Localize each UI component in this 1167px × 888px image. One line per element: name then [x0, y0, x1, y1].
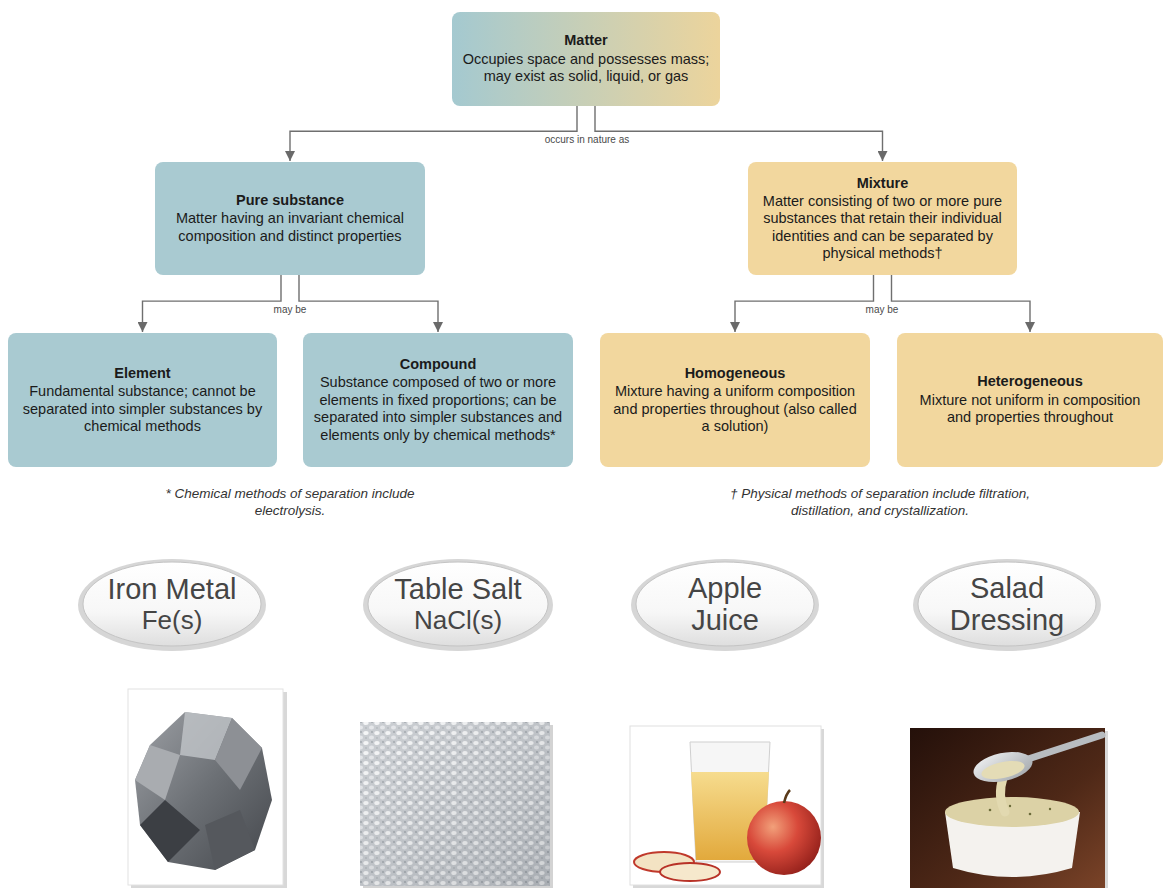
branch-arrow — [892, 275, 1031, 332]
box-heading: Matter — [564, 32, 608, 49]
box-heading: Element — [114, 365, 170, 382]
example-name: Iron Metal — [108, 573, 237, 605]
branch-arrow — [290, 106, 577, 161]
box-heading: Compound — [400, 356, 477, 373]
category-box: ElementFundamental substance; cannot be … — [8, 333, 277, 467]
branch-arrow — [299, 275, 438, 332]
box-heading: Pure substance — [236, 192, 344, 209]
example-ellipse: Salad Dressing — [912, 556, 1102, 652]
category-box: HeterogeneousMixture not uniform in comp… — [897, 333, 1163, 467]
footnote: † Physical methods of separation include… — [708, 486, 1053, 520]
box-heading: Heterogeneous — [977, 373, 1083, 390]
box-description: Substance composed of two or more elemen… — [312, 374, 564, 444]
footnote: * Chemical methods of separation include… — [159, 486, 421, 520]
box-description: Mixture not uniform in composition and p… — [906, 392, 1154, 427]
example-name: Apple Juice — [659, 572, 791, 637]
branch-label: may be — [863, 304, 902, 316]
box-description: Matter having an invariant chemical comp… — [164, 210, 416, 245]
branch-arrow — [735, 275, 874, 332]
box-description: Fundamental substance; cannot be separat… — [17, 383, 268, 435]
box-heading: Mixture — [857, 175, 909, 192]
category-box: HomogeneousMixture having a uniform comp… — [600, 333, 870, 467]
category-box: MatterOccupies space and possesses mass;… — [452, 12, 720, 106]
example-name: Table Salt — [394, 573, 521, 605]
branch-label: occurs in nature as — [542, 134, 633, 146]
category-box: Pure substanceMatter having an invariant… — [155, 162, 425, 275]
box-description: Mixture having a uniform composition and… — [609, 383, 861, 435]
example-ellipse: Apple Juice — [630, 556, 820, 652]
category-box: CompoundSubstance composed of two or mor… — [303, 333, 573, 467]
box-heading: Homogeneous — [685, 365, 786, 382]
example-name: Salad Dressing — [941, 572, 1073, 637]
branch-arrow — [595, 106, 883, 161]
branch-label: may be — [271, 304, 310, 316]
category-box: MixtureMatter consisting of two or more … — [748, 162, 1017, 275]
example-ellipse: Table SaltNaCl(s) — [362, 556, 554, 652]
box-description: Occupies space and possesses mass; may e… — [461, 51, 711, 86]
example-formula: NaCl(s) — [414, 606, 502, 635]
example-ellipse: Iron MetalFe(s) — [77, 556, 267, 652]
example-formula: Fe(s) — [142, 606, 203, 635]
branch-arrow — [143, 275, 282, 332]
box-description: Matter consisting of two or more pure su… — [757, 193, 1008, 263]
